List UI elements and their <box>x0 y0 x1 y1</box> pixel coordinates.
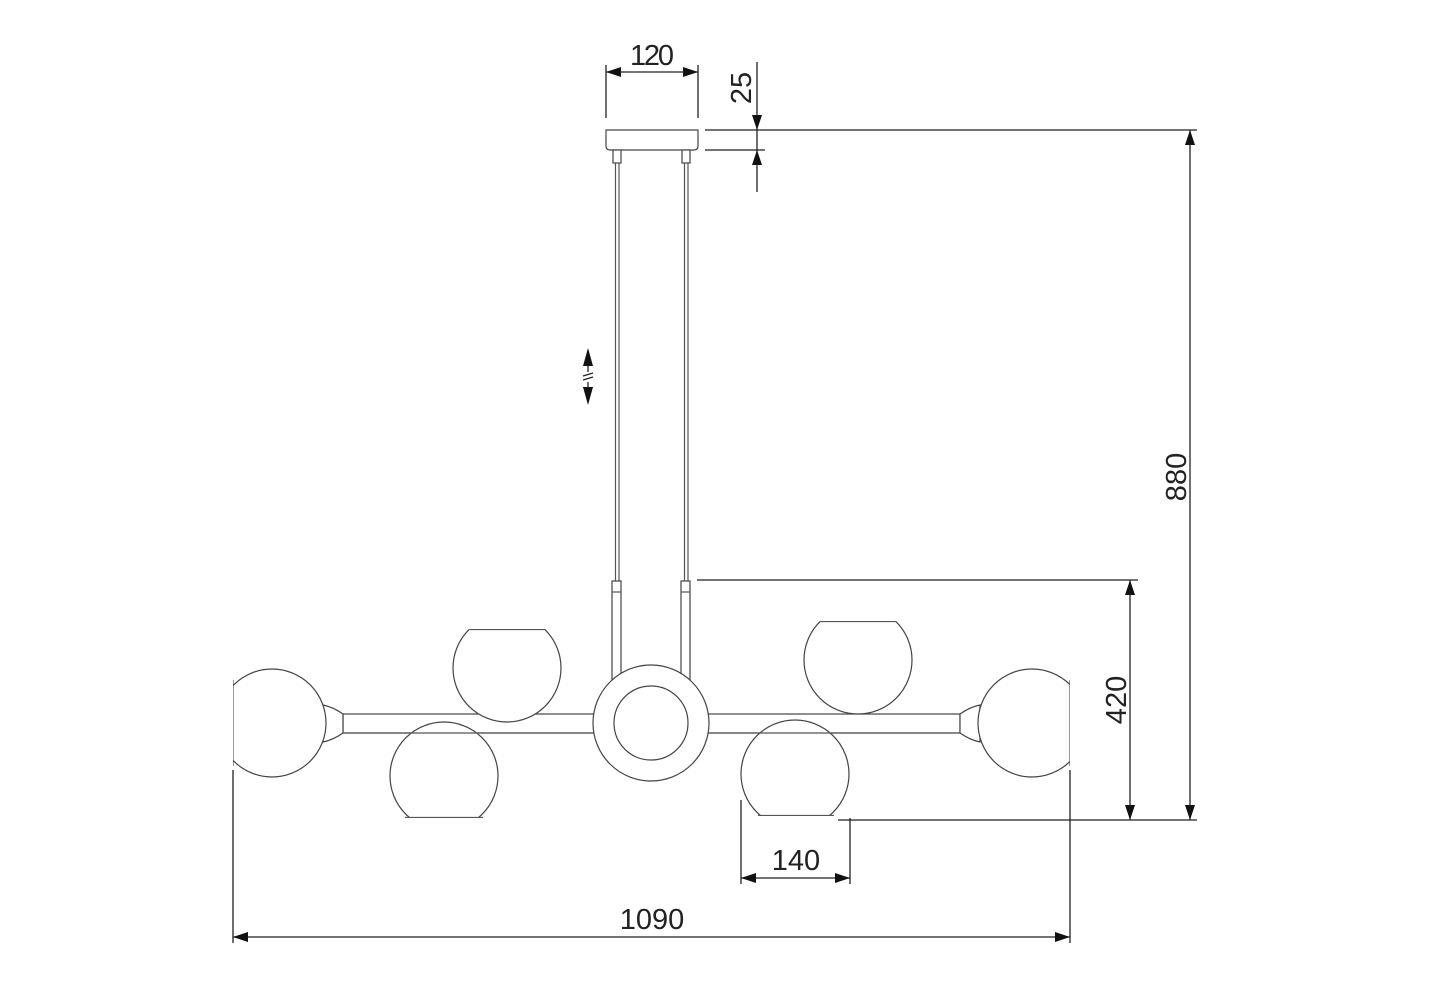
label-total-height: 880 <box>1161 453 1193 501</box>
center-ring <box>592 664 710 782</box>
globe-bottom-right <box>740 719 850 816</box>
dimension-body-height: 420 <box>697 579 1197 821</box>
adjustable-length-icon <box>582 348 594 405</box>
dimension-total-height: 880 <box>1161 130 1195 820</box>
dimension-shade-width: 140 <box>740 800 851 884</box>
dimension-canopy-width: 120 <box>605 40 699 118</box>
globe-top-right <box>803 621 913 715</box>
canopy <box>605 129 699 164</box>
suspension-wires <box>611 163 691 682</box>
label-canopy-height: 25 <box>726 72 758 104</box>
globe-top-left <box>452 629 562 723</box>
label-shade-width: 140 <box>772 845 820 877</box>
right-cone <box>959 704 981 743</box>
dimension-canopy-height: 25 <box>705 62 1197 192</box>
globe-left <box>233 668 327 778</box>
label-total-width: 1090 <box>620 904 685 936</box>
label-canopy-width: 120 <box>630 40 674 72</box>
globe-bottom-left <box>389 721 499 818</box>
label-body-height: 420 <box>1101 676 1133 724</box>
globe-right <box>977 668 1070 778</box>
dimension-total-width: 1090 <box>232 770 1071 943</box>
